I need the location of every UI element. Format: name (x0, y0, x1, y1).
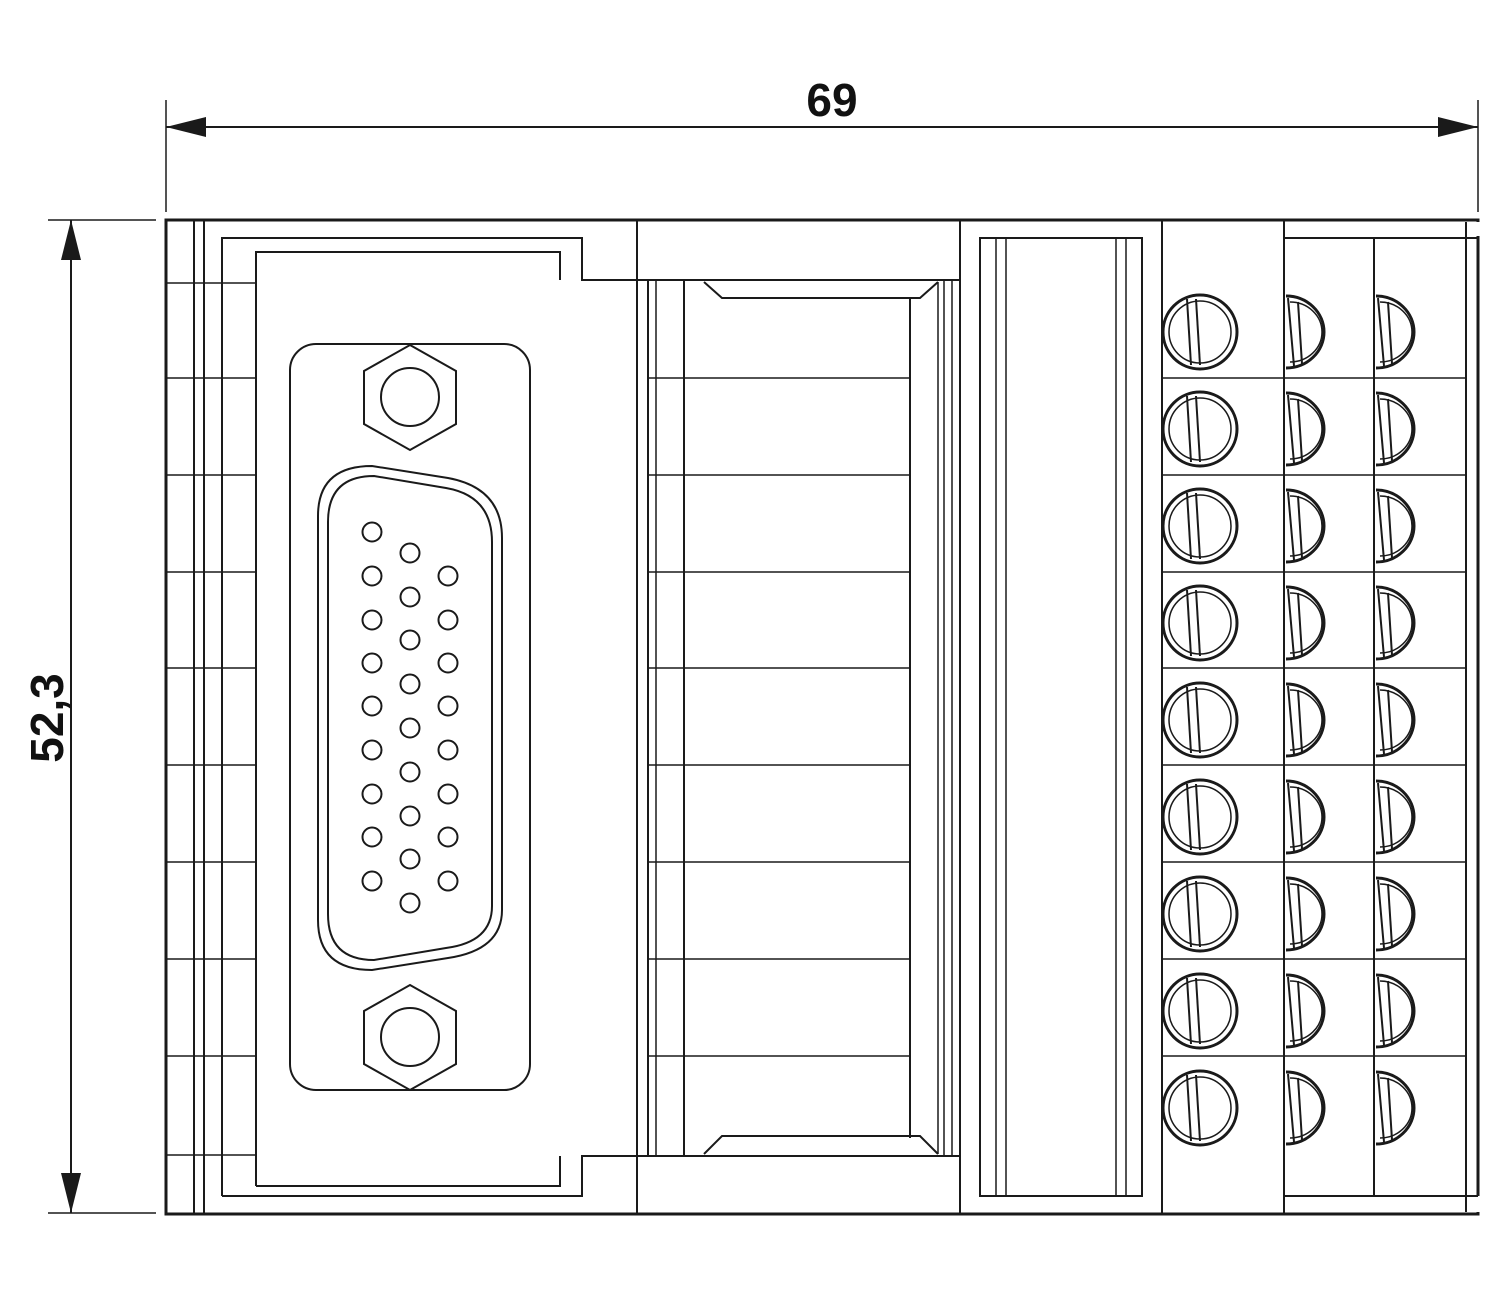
screw-head (1161, 584, 1239, 662)
width-arrow-right (1438, 117, 1478, 137)
screw-head (1161, 1069, 1239, 1147)
connector-pin (361, 609, 383, 631)
screw-head-partial (1375, 294, 1416, 370)
connector-pin (399, 848, 421, 870)
connector-pin (437, 870, 459, 892)
connector-pin (361, 870, 383, 892)
connector-pin (361, 652, 383, 674)
screw-head (1161, 778, 1239, 856)
connector-pin (437, 783, 459, 805)
screw-head-partial (1285, 585, 1326, 661)
screw-head-partial (1375, 391, 1416, 467)
height-arrow-bottom (61, 1173, 81, 1213)
connector-pins (361, 521, 459, 914)
screw-head (1161, 293, 1239, 371)
screw-head-partial (1285, 391, 1326, 467)
connector-pin (399, 761, 421, 783)
row-separators (166, 282, 1466, 1156)
connector-pin (399, 673, 421, 695)
connector-pin (361, 739, 383, 761)
screw-head-partial (1375, 488, 1416, 564)
height-dimension: 52,3 (21, 219, 156, 1214)
screw-head-partial (1285, 876, 1326, 952)
connector-pin (361, 783, 383, 805)
connector-pin (361, 521, 383, 543)
connector-pin (437, 826, 459, 848)
screw-head-partial (1375, 779, 1416, 855)
connector-pin (399, 629, 421, 651)
screw-head-partial (1285, 779, 1326, 855)
connector-pin (437, 609, 459, 631)
dsub-connector (289, 343, 531, 1092)
connector-flange (289, 343, 531, 1091)
screw-head-partial (1375, 876, 1416, 952)
connector-pin (399, 717, 421, 739)
screw-head-partial (1375, 585, 1416, 661)
width-arrow-left (166, 117, 206, 137)
connector-pin (361, 565, 383, 587)
connector-pin (437, 695, 459, 717)
hex-nut-top (363, 343, 457, 452)
screw-head (1161, 875, 1239, 953)
screw-head (1161, 681, 1239, 759)
screw-head (1161, 390, 1239, 468)
connector-pin (361, 695, 383, 717)
connector-pin (437, 739, 459, 761)
screw-head-partial (1375, 682, 1416, 758)
width-dimension: 69 (165, 74, 1479, 212)
connector-pin (437, 565, 459, 587)
connector-pin (399, 586, 421, 608)
height-arrow-top (61, 220, 81, 260)
height-label: 52,3 (21, 673, 73, 763)
connector-pin (399, 542, 421, 564)
housing (164, 218, 1480, 1216)
screw-head-partial (1285, 682, 1326, 758)
screw-head (1161, 972, 1239, 1050)
connector-pin (399, 805, 421, 827)
screw-head-partial (1375, 1070, 1416, 1146)
screw-head-partial (1285, 294, 1326, 370)
hex-nut-bottom (363, 983, 457, 1092)
screw-terminals (1161, 293, 1416, 1147)
screw-head-partial (1285, 973, 1326, 1049)
connector-pin (399, 892, 421, 914)
connector-shell-outer (317, 464, 503, 972)
connector-pin (437, 652, 459, 674)
connector-pin (361, 826, 383, 848)
width-label: 69 (806, 74, 857, 126)
screw-head-partial (1285, 1070, 1326, 1146)
screw-head-partial (1375, 973, 1416, 1049)
screw-head-partial (1285, 488, 1326, 564)
screw-head (1161, 487, 1239, 565)
connector-shell-inner (327, 474, 493, 962)
